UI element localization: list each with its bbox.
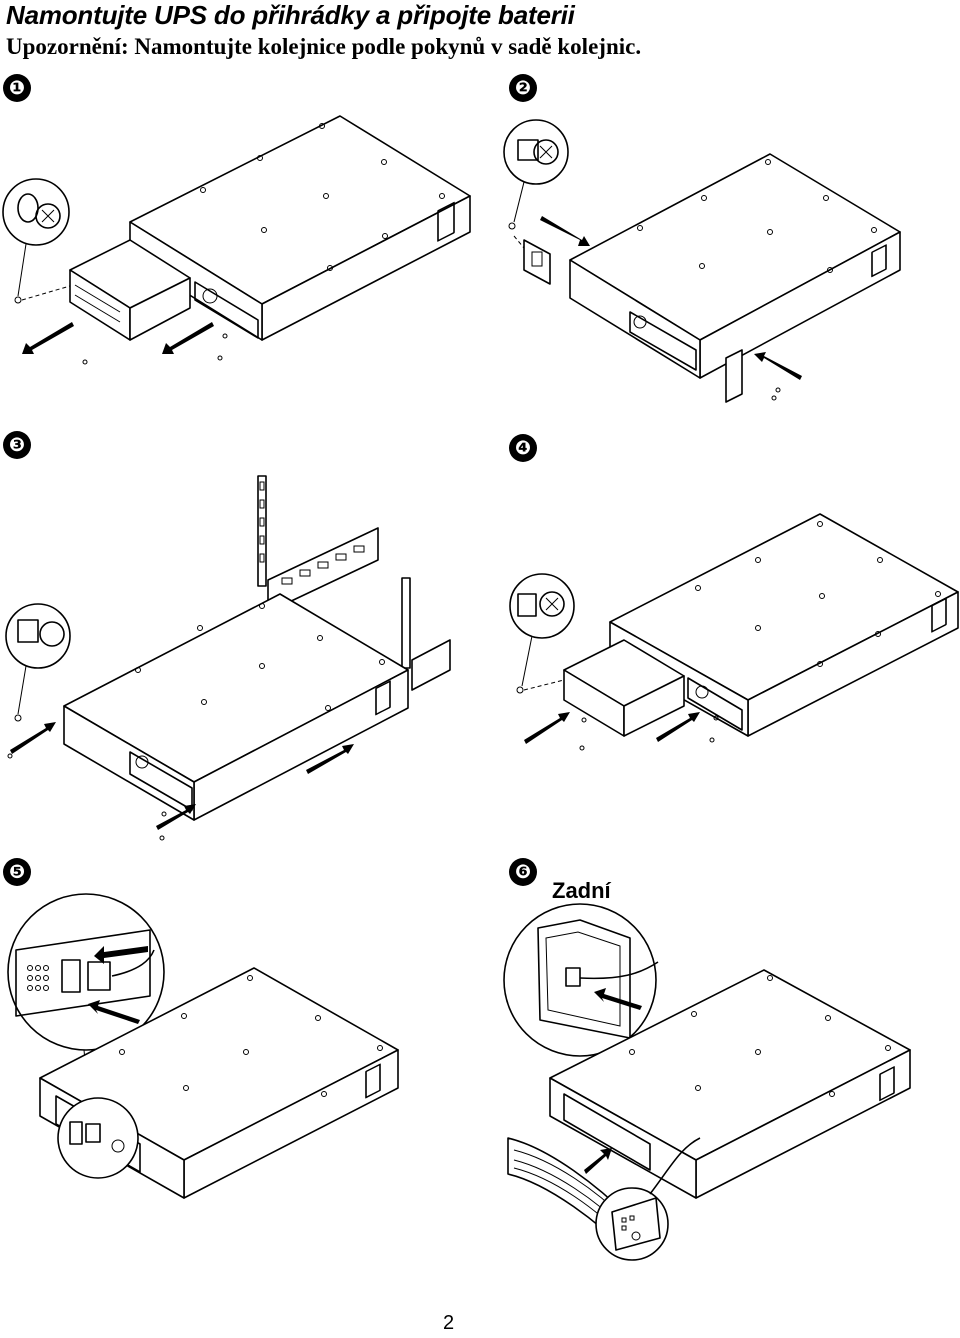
step-5-illustration — [7, 893, 399, 1199]
step-3-illustration — [5, 475, 451, 841]
step-5-number: ❺ — [3, 858, 31, 886]
step-2-illustration — [503, 119, 901, 403]
warning-note: Upozornění: Namontujte kolejnice podle p… — [6, 34, 642, 59]
step-6-illustration — [503, 903, 911, 1261]
step-3-number: ❸ — [3, 431, 31, 459]
step-1-number: ❶ — [3, 74, 31, 102]
step-1-illustration — [2, 115, 471, 365]
step-2-number: ❷ — [509, 74, 537, 102]
step-4-number: ❹ — [509, 434, 537, 462]
page-title: Namontujte UPS do přihrádky a připojte b… — [6, 0, 575, 30]
step-6-number: ❻ — [509, 858, 537, 886]
page-number: 2 — [443, 1312, 455, 1334]
step-4-illustration — [509, 513, 959, 751]
rear-label: Zadní — [552, 878, 611, 903]
